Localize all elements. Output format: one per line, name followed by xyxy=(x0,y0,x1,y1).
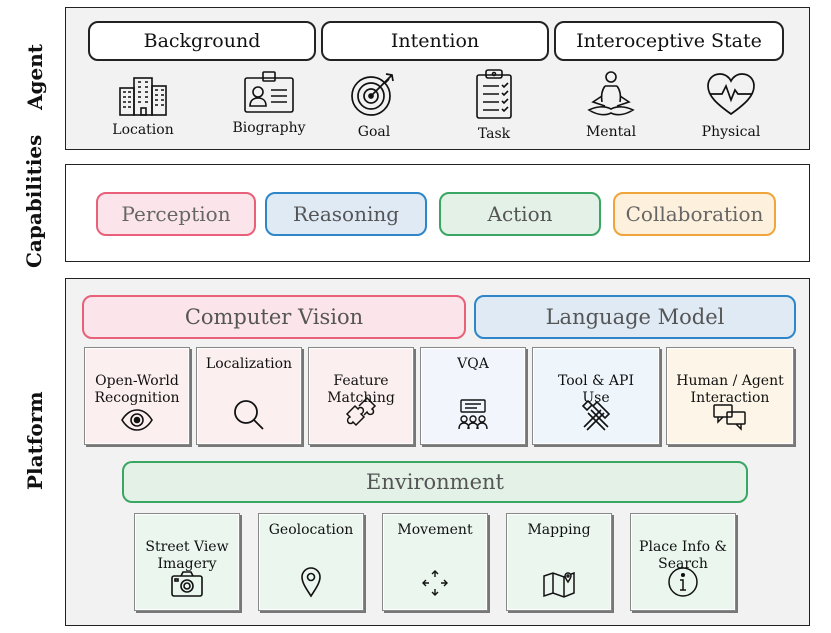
tile-place-info-search: Place Info & Search xyxy=(630,513,736,611)
agent-item-label: Biography xyxy=(232,120,306,136)
magnifier-icon xyxy=(234,400,264,430)
group-chat-icon xyxy=(458,399,488,430)
agent-item-label: Physical xyxy=(701,124,761,140)
tile-label: Mapping xyxy=(527,522,591,538)
agent-item-goal: Goal xyxy=(319,70,429,140)
background-pill: Background xyxy=(88,21,316,61)
tile-human-agent-interaction: Human / Agent Interaction xyxy=(666,347,794,445)
tile-label: Tool & API Use xyxy=(557,373,634,406)
agent-item-physical: Physical xyxy=(676,72,786,140)
tile-feature-matching: Feature Matching xyxy=(308,347,414,445)
tools-icon xyxy=(581,399,611,431)
clipboard-icon xyxy=(476,69,512,119)
tile-label: VQA xyxy=(457,356,489,372)
platform-panel: Computer Vision Language Model Open-Worl… xyxy=(65,278,810,626)
agent-item-mental: Mental xyxy=(556,70,666,140)
section-label-platform: Platform xyxy=(23,391,47,490)
tile-street-view-imagery: Street View Imagery xyxy=(134,513,240,611)
tile-movement: Movement xyxy=(382,513,488,611)
tile-vqa: VQA xyxy=(420,347,526,445)
agent-item-label: Mental xyxy=(585,124,637,140)
puzzle-icon xyxy=(345,396,377,427)
tile-geolocation: Geolocation xyxy=(258,513,364,611)
capability-perception: Perception xyxy=(96,192,256,236)
info-icon xyxy=(668,567,698,597)
section-label-agent: Agent xyxy=(23,44,47,111)
capabilities-panel: Perception Reasoning Action Collaboratio… xyxy=(65,164,810,262)
camera-icon xyxy=(171,571,203,597)
agent-item-label: Task xyxy=(477,126,511,142)
tile-label: Feature Matching xyxy=(327,373,395,406)
meditation-icon xyxy=(587,71,635,116)
interoceptive-state-pill: Interoceptive State xyxy=(554,21,784,61)
intention-pill: Intention xyxy=(321,21,549,61)
agent-item-biography: Biography xyxy=(214,70,324,136)
tile-label: Localization xyxy=(205,356,293,372)
environment-pill: Environment xyxy=(122,461,748,503)
tile-label: Human / Agent Interaction xyxy=(676,373,784,406)
heartbeat-icon xyxy=(707,73,755,116)
tile-label: Place Info & Search xyxy=(639,539,727,572)
tile-mapping: Mapping xyxy=(506,513,612,611)
agent-item-task: Task xyxy=(439,68,549,142)
tile-label: Movement xyxy=(397,522,473,538)
folded-map-icon xyxy=(543,571,575,598)
agent-item-label: Goal xyxy=(357,124,391,140)
tile-open-world-recognition: Open-World Recognition xyxy=(84,347,190,445)
section-label-capabilities: Capabilities xyxy=(22,134,46,268)
move-arrows-icon xyxy=(422,570,448,596)
capability-action: Action xyxy=(439,192,601,236)
tile-label: Open-World Recognition xyxy=(94,373,180,406)
capability-reasoning: Reasoning xyxy=(265,192,427,236)
speech-bubbles-icon xyxy=(713,404,746,431)
tile-label: Street View Imagery xyxy=(145,539,229,572)
id-card-icon xyxy=(244,71,294,113)
tile-tool-api-use: Tool & API Use xyxy=(532,347,660,445)
language-model-pill: Language Model xyxy=(474,295,796,339)
computer-vision-pill: Computer Vision xyxy=(82,295,466,339)
agent-panel: Background Intention Interoceptive State… xyxy=(65,7,810,150)
target-icon xyxy=(351,73,394,116)
map-pin-icon xyxy=(301,567,321,598)
tile-label: Geolocation xyxy=(268,522,354,538)
eye-icon xyxy=(121,409,153,431)
agent-item-label: Location xyxy=(112,122,174,138)
building-icon xyxy=(119,77,167,116)
capability-collaboration: Collaboration xyxy=(613,192,776,236)
tile-localization: Localization xyxy=(196,347,302,445)
agent-item-location: Location xyxy=(88,74,198,138)
